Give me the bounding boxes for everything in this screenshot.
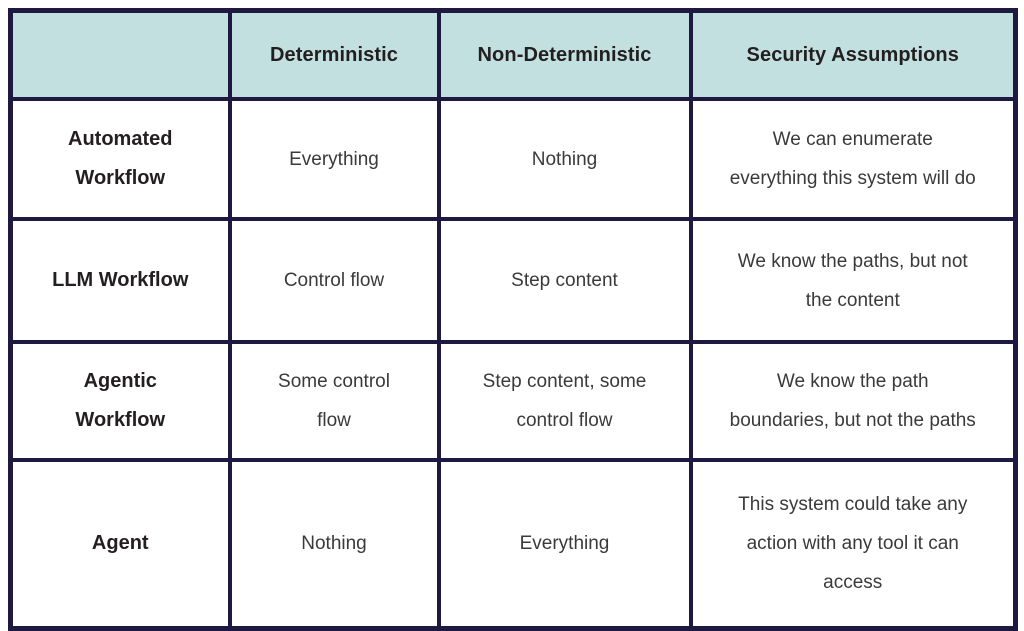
workflow-comparison-table: Deterministic Non-Deterministic Security… xyxy=(8,8,1018,631)
cell-llm-non-deterministic: Step content xyxy=(436,217,693,344)
row-header-llm-workflow: LLM Workflow xyxy=(8,217,232,344)
cell-agentic-non-deterministic: Step content, some control flow xyxy=(436,340,693,462)
row-header-automated-workflow: Automated Workflow xyxy=(8,97,232,221)
cell-llm-security: We know the paths, but not the content xyxy=(688,217,1018,344)
table-row-agent: Agent Nothing Everything This system cou… xyxy=(8,458,1018,630)
column-header-deterministic: Deterministic xyxy=(227,8,441,101)
cell-agentic-deterministic: Some control flow xyxy=(227,340,441,462)
cell-agent-security: This system could take any action with a… xyxy=(688,458,1018,630)
row-header-agent: Agent xyxy=(8,458,232,630)
table-row-automated-workflow: Automated Workflow Everything Nothing We… xyxy=(8,97,1018,221)
corner-cell xyxy=(8,8,232,101)
column-header-non-deterministic: Non-Deterministic xyxy=(436,8,693,101)
cell-automated-non-deterministic: Nothing xyxy=(436,97,693,221)
table-row-llm-workflow: LLM Workflow Control flow Step content W… xyxy=(8,217,1018,344)
cell-agent-deterministic: Nothing xyxy=(227,458,441,630)
row-header-agentic-workflow: Agentic Workflow xyxy=(8,340,232,462)
table-row-agentic-workflow: Agentic Workflow Some control flow Step … xyxy=(8,340,1018,462)
header-row: Deterministic Non-Deterministic Security… xyxy=(8,8,1018,101)
cell-llm-deterministic: Control flow xyxy=(227,217,441,344)
cell-automated-security: We can enumerate everything this system … xyxy=(688,97,1018,221)
cell-agent-non-deterministic: Everything xyxy=(436,458,693,630)
cell-automated-deterministic: Everything xyxy=(227,97,441,221)
column-header-security-assumptions: Security Assumptions xyxy=(688,8,1018,101)
cell-agentic-security: We know the path boundaries, but not the… xyxy=(688,340,1018,462)
